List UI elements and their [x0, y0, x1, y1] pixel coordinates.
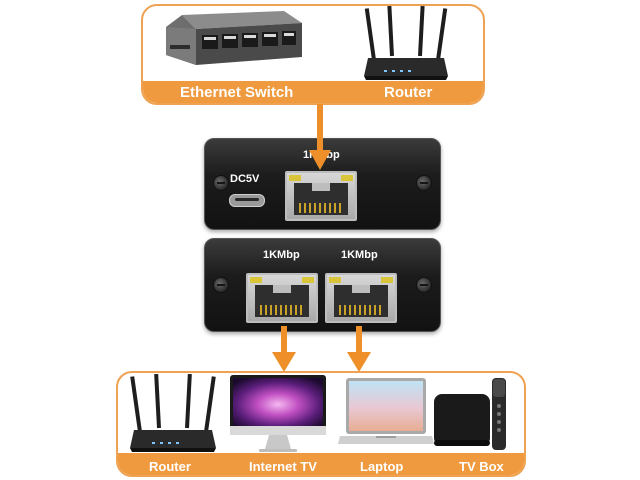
output-label-internet-tv: Internet TV	[249, 459, 317, 474]
power-label: DC5V	[230, 173, 260, 185]
router-icon	[130, 374, 216, 452]
port-speed-label: 1KMbp	[263, 249, 300, 261]
arrow-down-icon	[272, 326, 296, 372]
port-speed-label: 1KMbp	[341, 249, 378, 261]
laptop-icon	[338, 378, 434, 444]
screw-icon	[213, 277, 229, 293]
rj45-port-icon	[285, 171, 357, 221]
input-label-band	[143, 81, 483, 103]
input-label-router: Router	[384, 84, 433, 101]
output-label-band	[118, 453, 524, 475]
rj45-port-icon	[325, 273, 397, 323]
rj45-port-icon	[246, 273, 318, 323]
adapter-output-side: 1KMbp 1KMbp	[204, 238, 441, 332]
tv-box-icon	[434, 378, 506, 450]
output-label-router: Router	[149, 459, 191, 474]
screw-icon	[213, 175, 229, 191]
arrow-down-icon	[347, 326, 371, 372]
screw-icon	[416, 277, 432, 293]
ethernet-switch-icon	[166, 11, 302, 65]
internet-tv-icon	[230, 375, 326, 452]
router-icon	[364, 6, 448, 80]
arrow-down-icon	[309, 104, 331, 170]
output-label-laptop: Laptop	[360, 459, 404, 474]
adapter-input-side: 1KMbp DC5V	[204, 138, 441, 230]
usb-c-port-icon	[229, 194, 265, 207]
input-label-ethernet-switch: Ethernet Switch	[180, 84, 294, 101]
output-label-tv-box: TV Box	[459, 459, 504, 474]
screw-icon	[416, 175, 432, 191]
